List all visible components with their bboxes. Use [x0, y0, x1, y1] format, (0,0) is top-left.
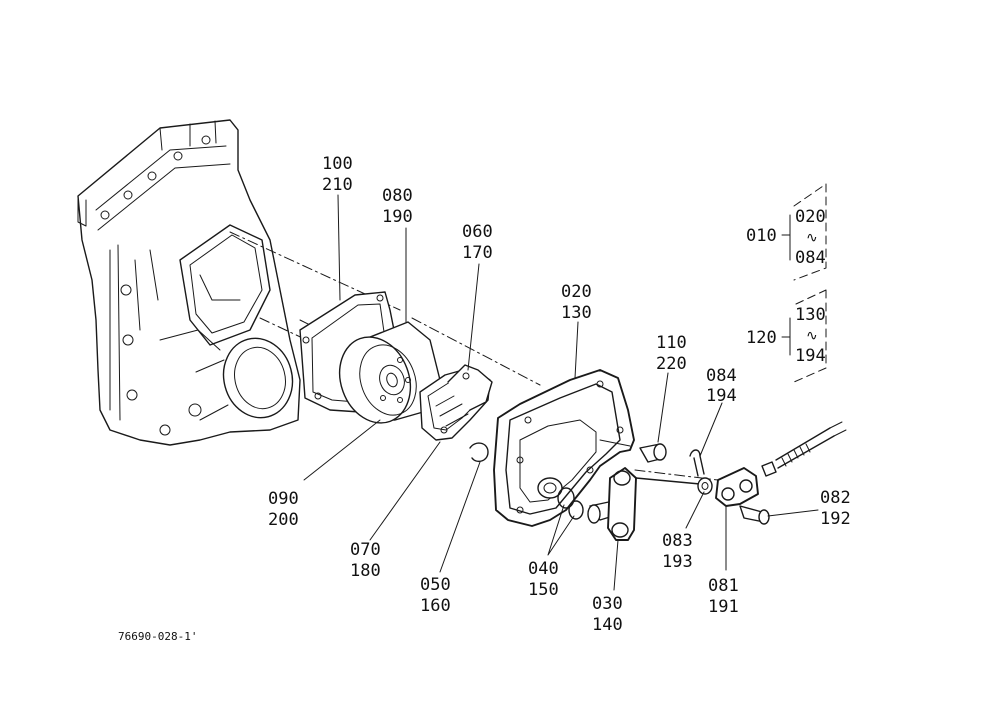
brake-shoes [419, 364, 493, 463]
callout-070: 070 [350, 540, 381, 560]
callout-082: 082 [820, 488, 851, 508]
brake-rod-assembly [635, 421, 847, 525]
callout-084: 084 [706, 366, 737, 386]
callout-081: 081 [708, 576, 739, 596]
callout-080: 080 [382, 186, 413, 206]
callout-labels: 100 210 080 190 060 170 020 130 110 220 … [268, 154, 851, 635]
callout-180: 180 [350, 561, 381, 581]
group-120-sep: ∿ [806, 328, 818, 344]
group-010-sep: ∿ [806, 230, 818, 246]
callout-050: 050 [420, 575, 451, 595]
transmission-housing [77, 119, 301, 446]
callout-060: 060 [462, 222, 493, 242]
callout-191: 191 [708, 597, 739, 617]
callout-190: 190 [382, 207, 413, 227]
brake-lever [587, 467, 637, 541]
drawing-number: 76690-028-1' [118, 630, 197, 643]
callout-194: 194 [706, 386, 737, 406]
brake-drum [338, 321, 441, 424]
callout-110: 110 [656, 333, 687, 353]
callout-210: 210 [322, 175, 353, 195]
group-120-parent: 120 [746, 328, 777, 348]
group-labels: 010 020 ∿ 084 120 130 ∿ 194 [746, 207, 826, 366]
callout-140: 140 [592, 615, 623, 635]
group-brackets [781, 183, 827, 383]
callout-090: 090 [268, 489, 299, 509]
leader-lines [303, 194, 819, 591]
callout-220: 220 [656, 354, 687, 374]
callout-170: 170 [462, 243, 493, 263]
callout-200: 200 [268, 510, 299, 530]
brake-cover [493, 369, 667, 527]
group-010-first: 020 [795, 207, 826, 227]
group-010-parent: 010 [746, 226, 777, 246]
callout-040: 040 [528, 559, 559, 579]
group-120-first: 130 [795, 305, 826, 325]
callout-160: 160 [420, 596, 451, 616]
group-120-last: 194 [795, 346, 826, 366]
callout-150: 150 [528, 580, 559, 600]
group-010-last: 084 [795, 248, 826, 268]
callout-100: 100 [322, 154, 353, 174]
callout-030: 030 [592, 594, 623, 614]
callout-192: 192 [820, 509, 851, 529]
callout-130: 130 [561, 303, 592, 323]
callout-020: 020 [561, 282, 592, 302]
callout-193: 193 [662, 552, 693, 572]
callout-083: 083 [662, 531, 693, 551]
